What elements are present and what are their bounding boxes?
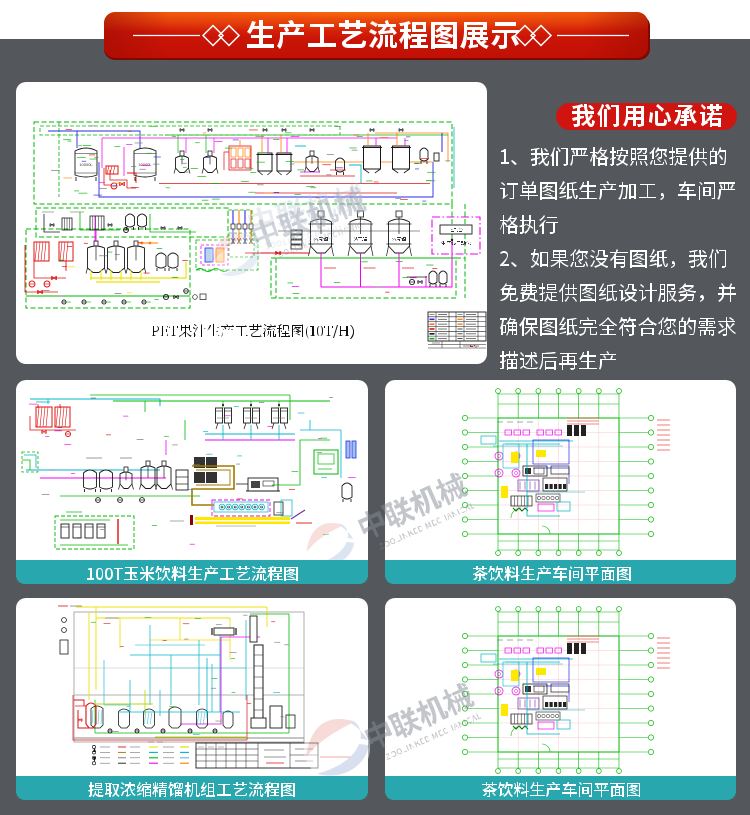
svg-text:10000L: 10000L [79, 162, 93, 167]
svg-text:10000L: 10000L [138, 162, 152, 167]
